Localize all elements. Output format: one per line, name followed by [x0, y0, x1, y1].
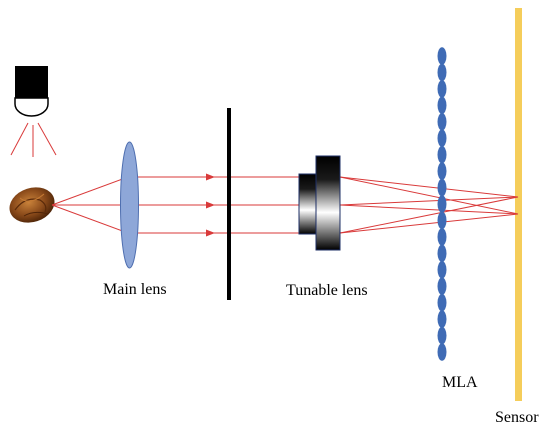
sensor-label: Sensor [495, 409, 539, 426]
microlens-element [437, 129, 447, 147]
microlens-element [437, 310, 447, 328]
microlens-element [437, 211, 447, 230]
microlens-element [437, 228, 447, 246]
main-lens-label: Main lens [103, 281, 167, 298]
microlens-element [437, 145, 447, 164]
microlens-array [437, 47, 447, 361]
main-lens-shape [120, 141, 139, 269]
microlens-element [437, 293, 447, 312]
tunable-lens-label: Tunable lens [286, 282, 368, 299]
microlens-element [437, 96, 447, 115]
microlens-element [437, 244, 447, 263]
tunable-lens-shape [298, 155, 341, 251]
microlens-element [437, 80, 447, 98]
seed-icon [9, 187, 55, 223]
mla-label: MLA [442, 374, 478, 391]
rays-tunable-to-sensor [339, 176, 519, 234]
microlens-element [437, 343, 447, 361]
aperture-stop [227, 108, 231, 300]
microlens-element [437, 326, 447, 345]
lamp-icon [10, 66, 57, 157]
microlens-element [437, 47, 447, 65]
microlens-element [437, 261, 447, 279]
sensor-bar [515, 8, 522, 401]
rays-object-to-lens [51, 176, 129, 234]
microlens-element [437, 63, 447, 82]
microlens-element [437, 277, 447, 296]
microlens-element [437, 178, 447, 197]
microlens-element [437, 113, 447, 131]
microlens-element [437, 162, 447, 180]
rays-lens-to-tunable [135, 176, 300, 234]
ray-arrowheads [206, 173, 215, 237]
microlens-element [437, 195, 447, 213]
